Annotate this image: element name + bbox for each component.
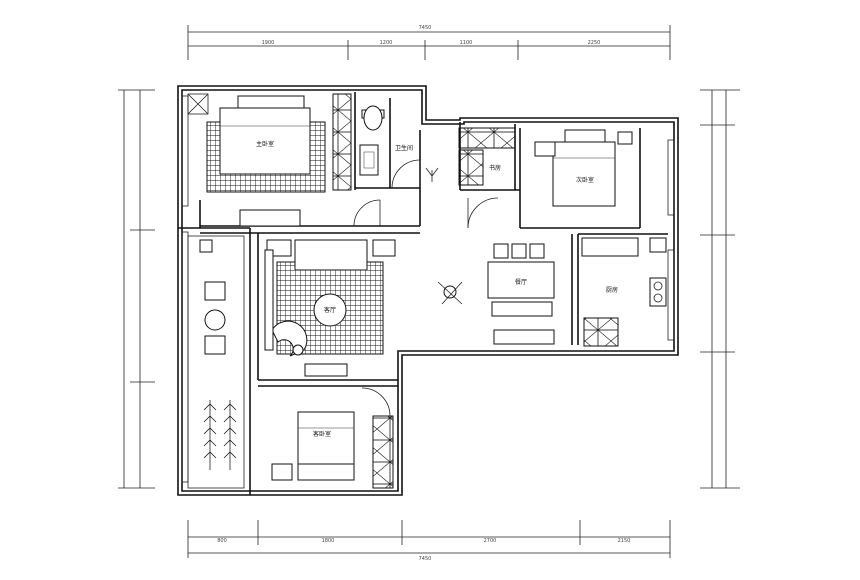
top-dimension-3: 1100 [460, 40, 473, 46]
bed-icon [219, 95, 311, 175]
bottom-dimension-lines [187, 520, 671, 558]
bed-icon [297, 411, 355, 481]
exterior-walls [177, 85, 679, 496]
kitchen: 厨房 [581, 237, 667, 347]
living-room-label: 客厅 [324, 306, 336, 314]
top-dimension-1: 1900 [262, 40, 275, 46]
dining-room-label: 餐厅 [515, 278, 527, 286]
guest-bedroom-label: 客卧室 [313, 430, 331, 438]
coffee-table-icon [313, 293, 347, 327]
bottom-dimension-3: 2700 [484, 538, 497, 544]
door-swing-icon [361, 387, 391, 417]
study-label: 书房 [489, 164, 501, 172]
study: 书房 [425, 127, 516, 229]
person-icon [437, 281, 463, 305]
stove-icon [649, 277, 667, 307]
nightstand-icon [534, 141, 556, 157]
bed-icon [552, 129, 616, 207]
corner-cabinet [187, 93, 209, 115]
console-icon [304, 363, 348, 377]
plant-icon [425, 167, 439, 182]
plant-icon [203, 400, 237, 470]
toilet-icon [361, 105, 385, 131]
bathroom-label: 卫生间 [395, 144, 413, 152]
tv-cabinet-icon [264, 249, 274, 351]
bottom-total-dimension: 7450 [419, 556, 432, 562]
left-dimension-lines [118, 89, 155, 489]
study-door-icon [467, 197, 499, 229]
nightstand-icon [271, 463, 293, 481]
kitchen-label: 厨房 [606, 286, 618, 294]
wardrobe-icon [332, 93, 352, 191]
washbasin-icon [359, 144, 379, 176]
sofa-icon [266, 239, 396, 271]
living-room: 客厅 [264, 239, 396, 377]
armchair-icon [271, 320, 308, 357]
desk-icon [239, 209, 301, 227]
guest-bedroom: 客卧室 [271, 387, 394, 489]
second-bedroom: 次卧室 [534, 129, 633, 207]
door-swing-icon [391, 159, 421, 189]
master-door-icon [353, 199, 381, 227]
dining-table-icon [487, 243, 555, 317]
bookshelf-icon [458, 127, 516, 149]
sideboard-icon [493, 329, 555, 345]
master-bedroom-label: 主卧室 [256, 140, 274, 148]
counter-icon [581, 237, 639, 257]
bottom-dimension-1: 800 [217, 538, 227, 544]
top-dimension-lines [187, 25, 671, 60]
top-dimension-2: 1200 [380, 40, 393, 46]
bathroom: 卫生间 [359, 105, 421, 189]
master-bedroom: 主卧室 [187, 93, 352, 227]
balcony [187, 235, 245, 489]
right-dimension-lines [700, 89, 740, 489]
bottom-dimension-4: 2150 [618, 538, 631, 544]
top-dimension-4: 2250 [588, 40, 601, 46]
fridge-icon [583, 317, 619, 347]
dining-room: 餐厅 [437, 243, 555, 345]
second-bedroom-label: 次卧室 [576, 176, 594, 184]
bottom-dimension-2: 1800 [322, 538, 335, 544]
wardrobe-icon [372, 415, 394, 489]
top-total-dimension: 7450 [419, 25, 432, 31]
